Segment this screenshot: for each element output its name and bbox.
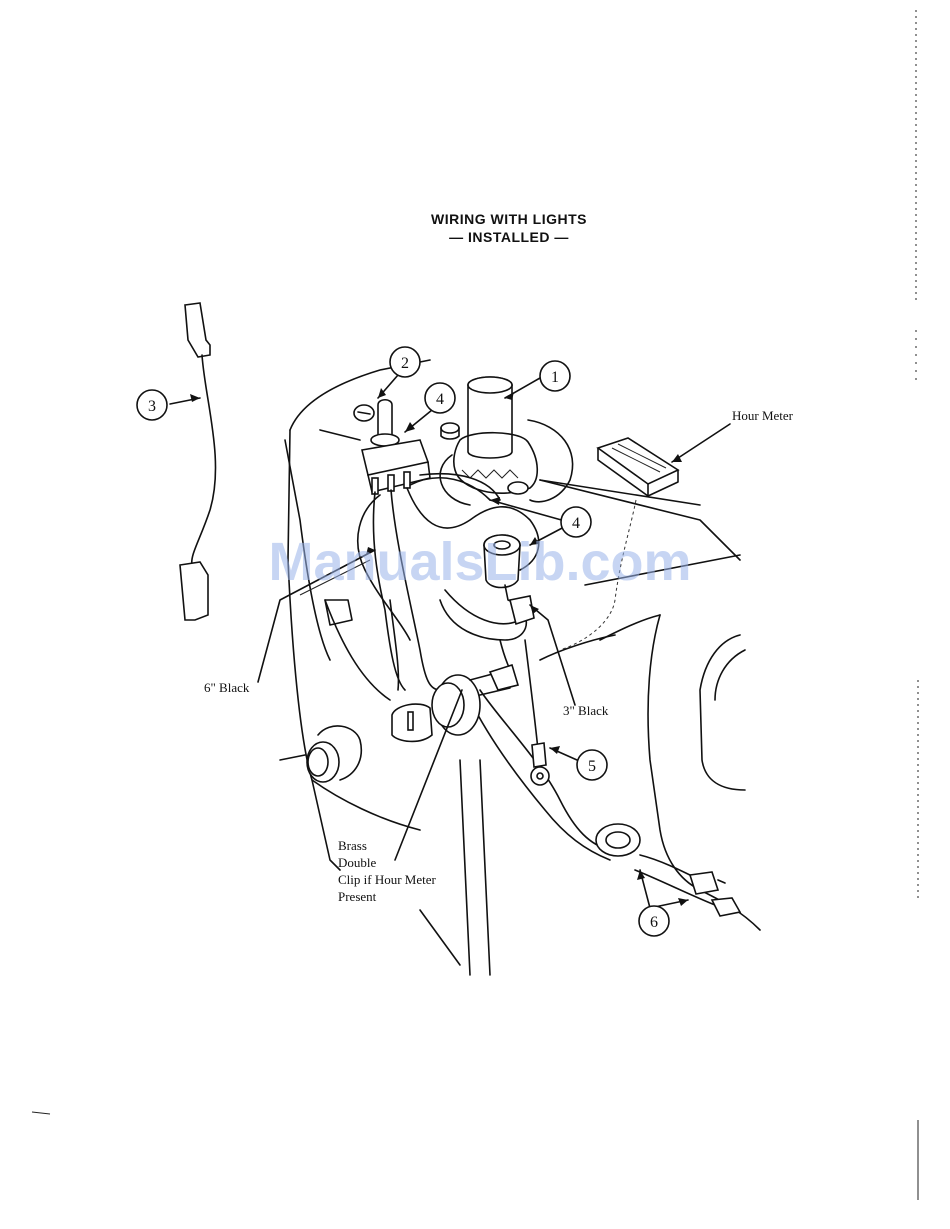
callout-3-number: 3: [148, 398, 156, 415]
callout-5-number: 5: [588, 758, 596, 775]
steering-column: [440, 377, 572, 505]
label-six-inch-black: 6" Black: [204, 680, 250, 695]
diagram-title-line2: — INSTALLED —: [449, 229, 569, 245]
callout-2-number: 2: [401, 355, 409, 372]
callout-4a-number: 4: [436, 391, 444, 408]
label-three-inch-black: 3" Black: [563, 703, 609, 718]
callout-6-number: 6: [650, 914, 658, 931]
ground-wire: [525, 640, 549, 785]
label-brass-line4: Present: [338, 889, 377, 904]
callout-5: 5: [577, 750, 607, 780]
jumper-harness: [180, 303, 216, 620]
callout-1: 1: [540, 361, 570, 391]
label-hour-meter: Hour Meter: [732, 408, 794, 423]
callout-4a: 4: [425, 383, 455, 413]
callout-6: 6: [639, 906, 669, 936]
label-brass-line1: Brass: [338, 838, 367, 853]
callout-2: 2: [390, 347, 420, 377]
label-brass-line3: Clip if Hour Meter: [338, 872, 437, 887]
diagram-title-line1: WIRING WITH LIGHTS: [431, 211, 587, 227]
watermark: ManualsLib.com: [268, 532, 691, 592]
callout-1-number: 1: [551, 369, 559, 386]
light-connectors: [596, 824, 740, 916]
label-brass-line2: Double: [338, 855, 377, 870]
light-switch: [354, 400, 430, 494]
callout-4b: 4: [561, 507, 591, 537]
callout-4b-number: 4: [572, 515, 580, 532]
ignition-switch: [392, 665, 518, 741]
callout-3: 3: [137, 390, 167, 420]
scan-edge-marks: [32, 10, 918, 1200]
